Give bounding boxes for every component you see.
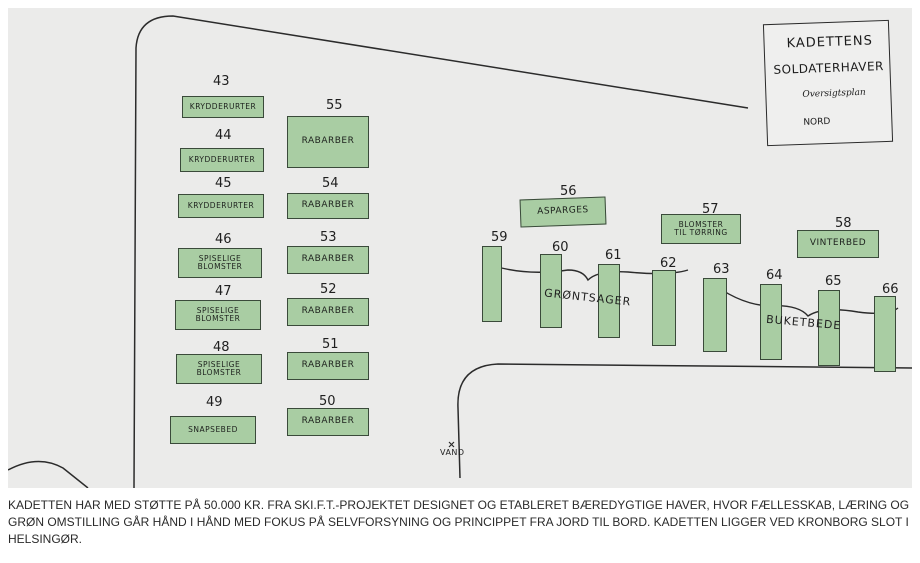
- bed-56: ASPARGES: [519, 196, 607, 228]
- bed-number: 50: [319, 394, 336, 409]
- strip-64: [760, 284, 782, 360]
- bed-number: 51: [322, 337, 339, 352]
- bed-number: 45: [215, 176, 232, 191]
- bed-43: KRYDDERURTER: [182, 96, 264, 118]
- strip-number: 62: [660, 256, 677, 271]
- bed-52: RABARBER: [287, 298, 369, 326]
- strip-59: [482, 246, 502, 322]
- north-label: NORD: [803, 116, 831, 128]
- bed-49: SNAPSEBED: [170, 416, 256, 444]
- bed-57: BLOMSTER TIL TØRRING: [661, 214, 741, 244]
- garden-plan-photo: KADETTENS SOLDATERHAVER Oversigtsplan NO…: [8, 8, 912, 488]
- bed-number: 44: [215, 128, 232, 143]
- bed-number: 49: [206, 395, 223, 410]
- bed-51: RABARBER: [287, 352, 369, 380]
- plan-title-box: KADETTENS SOLDATERHAVER Oversigtsplan NO…: [762, 19, 894, 147]
- bed-58: VINTERBED: [797, 230, 879, 258]
- water-label: VAND: [440, 448, 465, 457]
- caption-area: [0, 488, 920, 563]
- bed-50: RABARBER: [287, 408, 369, 436]
- strip-62: [652, 270, 676, 346]
- bed-number: 53: [320, 230, 337, 245]
- bed-number: 48: [213, 340, 230, 355]
- strip-60: [540, 254, 562, 328]
- strip-number: 59: [491, 230, 508, 245]
- bed-number: 56: [560, 184, 577, 199]
- plan-subtitle: Oversigtsplan: [802, 87, 866, 100]
- plan-title-line1: KADETTENS: [786, 33, 874, 52]
- strip-number: 60: [552, 240, 569, 255]
- bed-45: KRYDDERURTER: [178, 194, 264, 218]
- strip-66: [874, 296, 896, 372]
- plan-title-line2: SOLDATERHAVER: [773, 59, 885, 77]
- bed-47: SPISELIGE BLOMSTER: [175, 300, 261, 330]
- bed-number: 55: [326, 98, 343, 113]
- strip-63: [703, 278, 727, 352]
- strip-61: [598, 264, 620, 338]
- bed-number: 54: [322, 176, 339, 191]
- strip-65: [818, 290, 840, 366]
- strip-number: 63: [713, 262, 730, 277]
- bed-48: SPISELIGE BLOMSTER: [176, 354, 262, 384]
- strip-number: 61: [605, 248, 622, 263]
- bed-55: RABARBER: [287, 116, 369, 168]
- photo-caption: KADETTEN HAR MED STØTTE PÅ 50.000 KR. FR…: [8, 498, 910, 546]
- bed-54: RABARBER: [287, 193, 369, 219]
- bed-53: RABARBER: [287, 246, 369, 274]
- bed-number: 57: [702, 202, 719, 217]
- bed-number: 58: [835, 216, 852, 231]
- bed-number: 52: [320, 282, 337, 297]
- strip-number: 65: [825, 274, 842, 289]
- bed-number: 46: [215, 232, 232, 247]
- bed-46: SPISELIGE BLOMSTER: [178, 248, 262, 278]
- strip-number: 64: [766, 268, 783, 283]
- strip-number: 66: [882, 282, 899, 297]
- bed-number: 47: [215, 284, 232, 299]
- bed-44: KRYDDERURTER: [180, 148, 264, 172]
- bed-number: 43: [213, 74, 230, 89]
